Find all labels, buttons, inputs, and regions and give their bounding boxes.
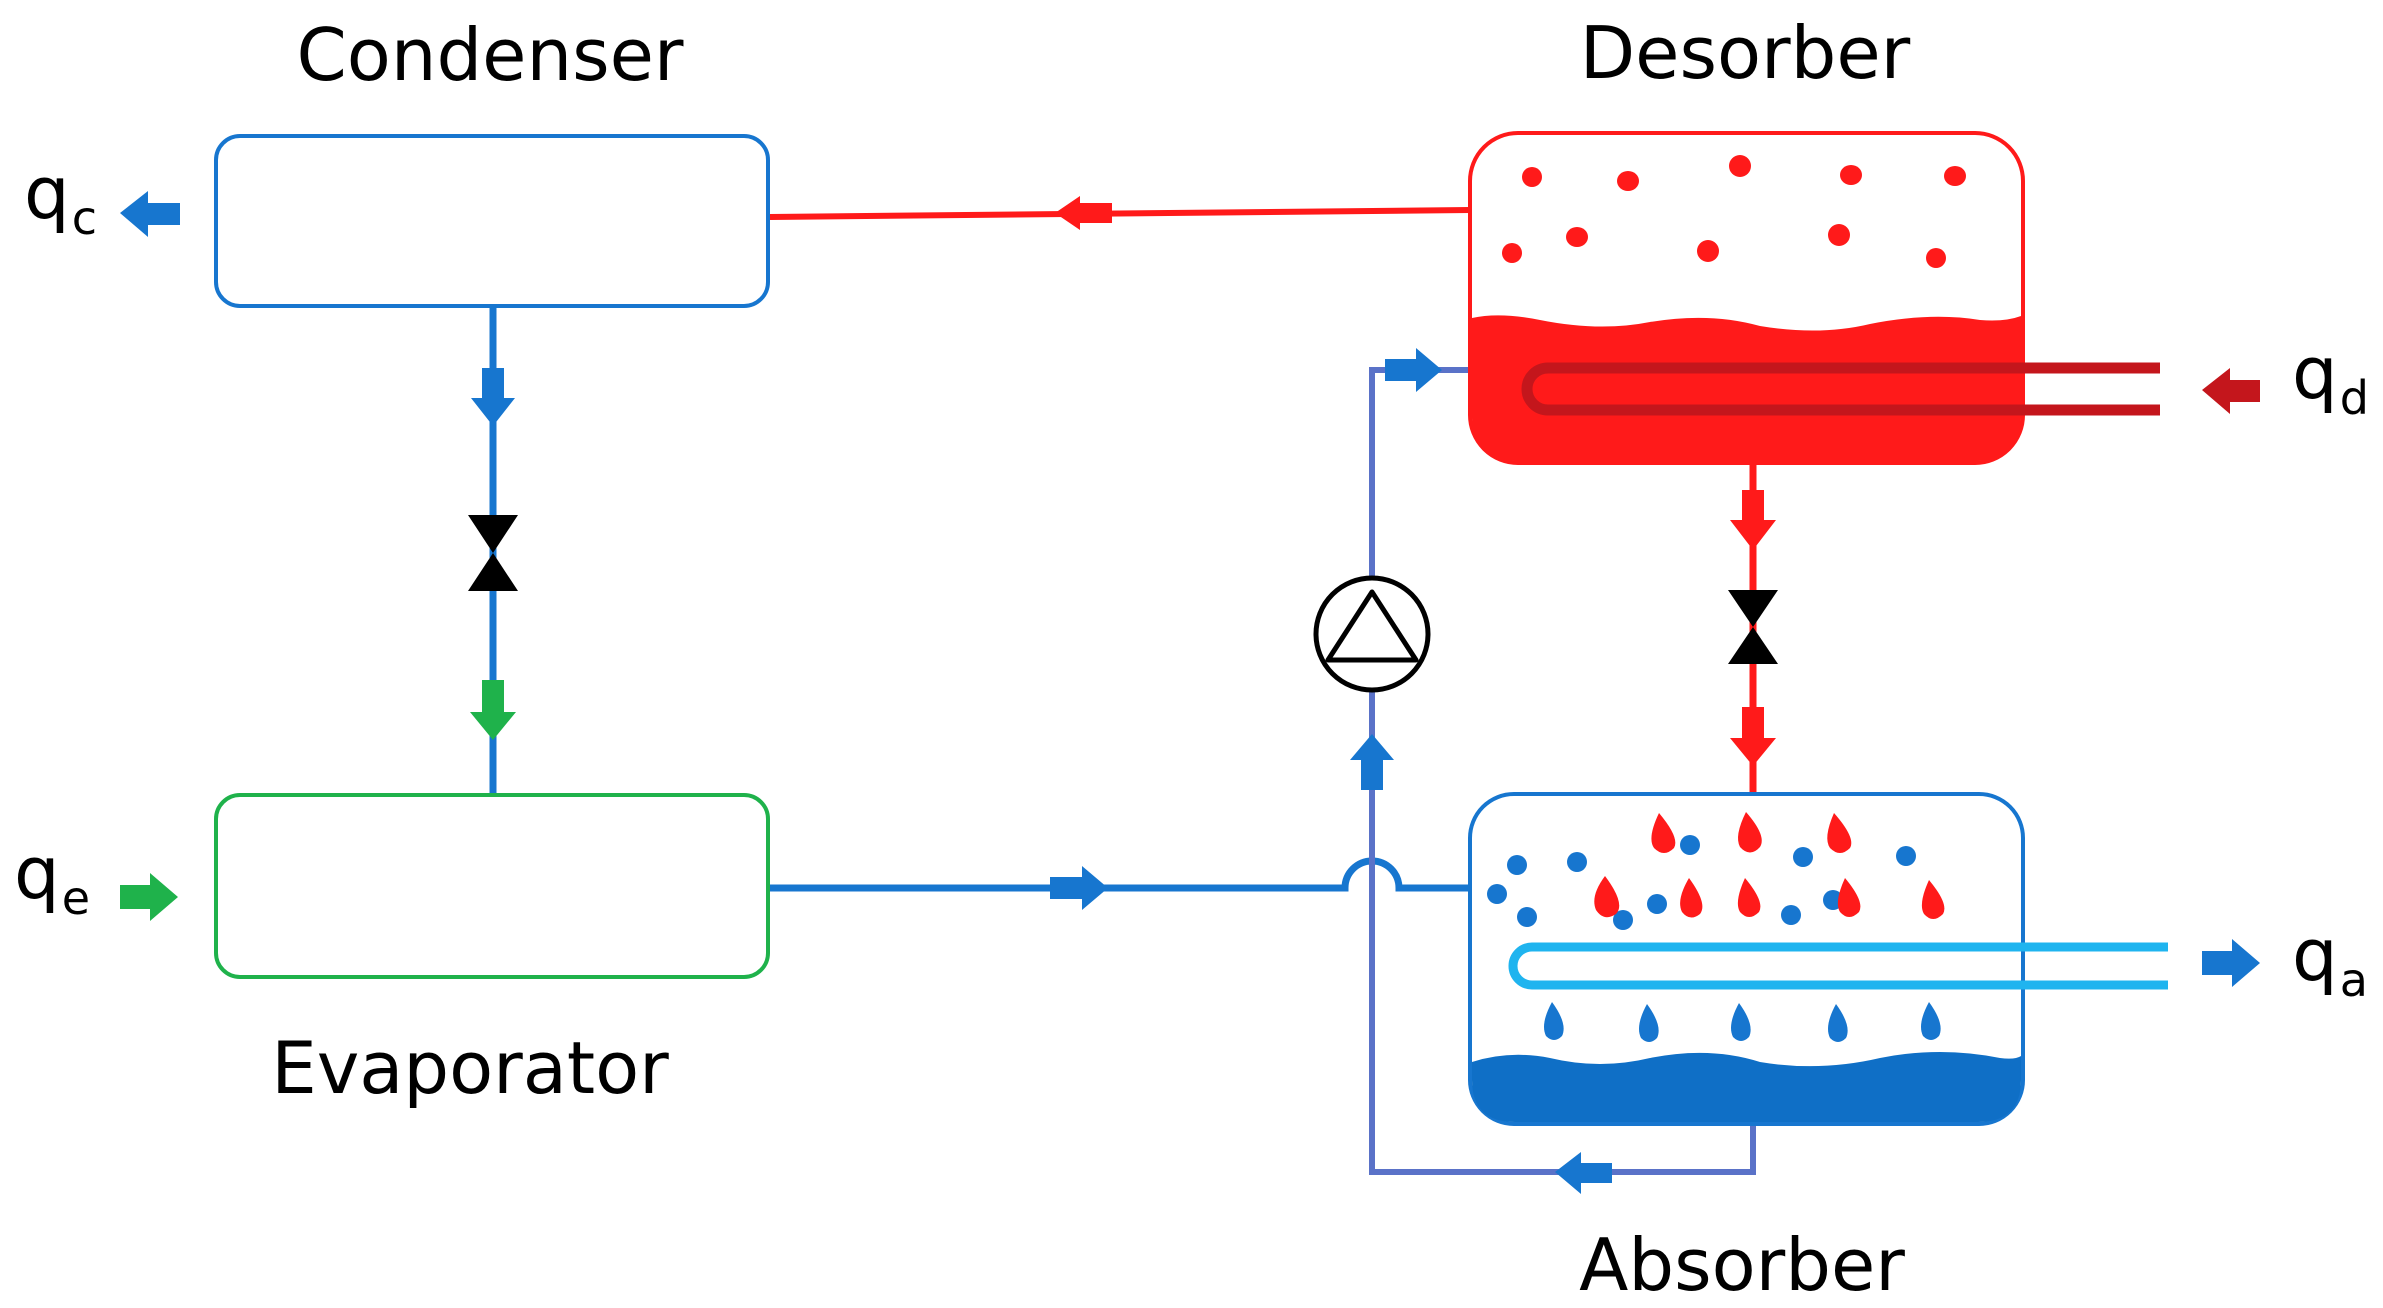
flow-arrow-icon bbox=[1730, 707, 1776, 766]
heat-arrow-icon bbox=[120, 191, 180, 237]
flow-arrow-icon bbox=[1730, 490, 1776, 550]
flow-arrow-icon bbox=[470, 680, 516, 740]
pump-icon bbox=[1325, 589, 1419, 663]
valve-icon bbox=[1728, 590, 1778, 664]
heat-label-absorber: qa bbox=[2292, 913, 2368, 1007]
label-absorber: Absorber bbox=[1579, 1223, 1905, 1307]
label-evaporator: Evaporator bbox=[271, 1026, 669, 1110]
desorber-vapor-dots bbox=[1502, 155, 1966, 268]
pipe-pump-to-desorber bbox=[1369, 367, 1470, 600]
flow-arrow-icon bbox=[1385, 348, 1442, 392]
pipe-desorber-to-condenser bbox=[769, 207, 1471, 220]
heat-subscript: c bbox=[72, 191, 97, 245]
heat-symbol: q bbox=[2292, 913, 2338, 997]
condenser-box bbox=[214, 134, 770, 308]
heat-subscript: a bbox=[2340, 953, 2368, 1007]
heat-subscript: e bbox=[62, 871, 90, 925]
evaporator-box bbox=[214, 793, 770, 979]
desorber-liquid bbox=[1472, 315, 2021, 461]
pipe-evaporator-to-absorber bbox=[770, 857, 1470, 892]
absorber-red-droplets bbox=[1594, 812, 1945, 919]
flow-arrow-icon bbox=[1055, 196, 1112, 230]
heat-arrow-icon bbox=[2202, 368, 2260, 414]
flow-arrow-icon bbox=[1555, 1152, 1612, 1194]
flow-arrow-icon bbox=[1050, 866, 1108, 910]
label-condenser: Condenser bbox=[297, 13, 684, 97]
solution-pump bbox=[1313, 575, 1431, 693]
expansion-valve-refrigerant bbox=[468, 515, 518, 591]
expansion-valve-solution bbox=[1728, 590, 1778, 664]
flow-arrow-icon bbox=[471, 368, 515, 426]
absorber-vapor-dots bbox=[1487, 835, 1916, 930]
absorber-vessel bbox=[1468, 792, 2025, 1126]
heat-label-evaporator: qe bbox=[14, 831, 90, 925]
heat-arrow-icon bbox=[2202, 939, 2260, 987]
absorber-liquid bbox=[1472, 1052, 2021, 1122]
flow-arrow-icon bbox=[1350, 734, 1394, 790]
heat-label-desorber: qd bbox=[2292, 331, 2369, 425]
heat-arrow-icon bbox=[120, 873, 178, 921]
heat-symbol: q bbox=[2292, 331, 2338, 415]
desorber-vessel bbox=[1468, 131, 2025, 465]
absorber-cooling-coil bbox=[1508, 942, 2168, 990]
absorber-blue-droplets bbox=[1544, 1002, 1941, 1042]
heat-symbol: q bbox=[24, 151, 70, 235]
heat-symbol: q bbox=[14, 831, 60, 915]
desorber-heating-coil bbox=[1521, 362, 2160, 416]
label-desorber: Desorber bbox=[1580, 11, 1911, 95]
heat-subscript: d bbox=[2340, 371, 2369, 425]
heat-label-condenser: qc bbox=[24, 151, 97, 245]
valve-icon bbox=[468, 515, 518, 591]
